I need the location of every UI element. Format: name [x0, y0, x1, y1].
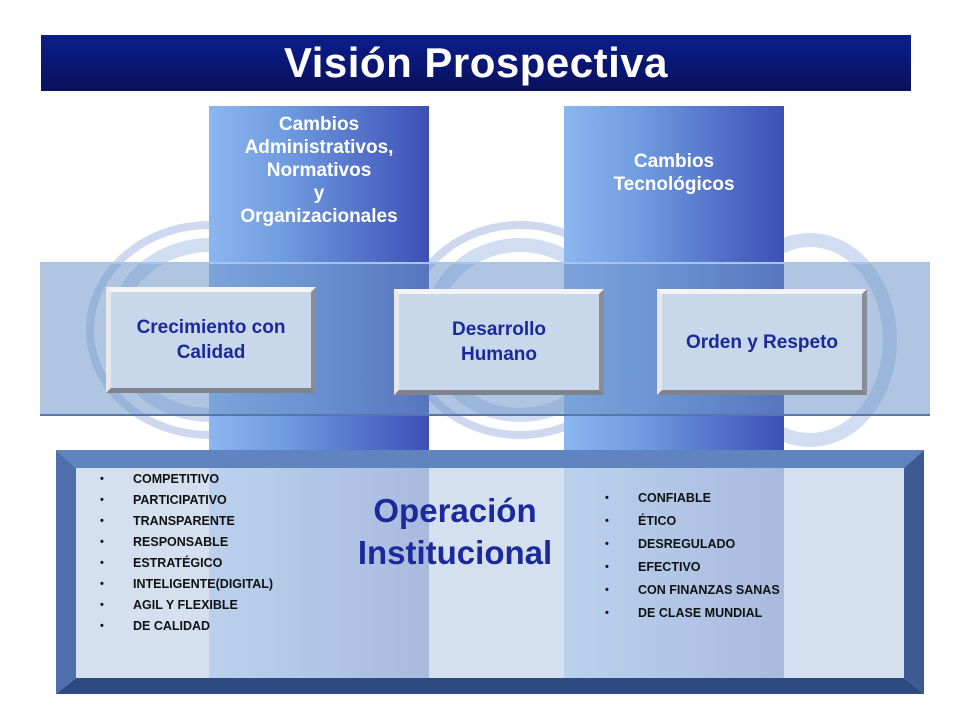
value-box-orden: Orden y Respeto — [657, 289, 867, 395]
attribute-item: AGIL Y FLEXIBLE — [100, 595, 273, 616]
value-orden-label: Orden y Respeto — [685, 331, 839, 353]
value-desarrollo-label: Desarrollo Humano — [452, 319, 546, 365]
value-box-desarrollo: Desarrollo Humano — [394, 289, 604, 395]
attribute-item: EFECTIVO — [605, 556, 780, 579]
attribute-item: ESTRATÉGICO — [100, 553, 273, 574]
attribute-item: ÉTICO — [605, 510, 780, 533]
value-box-crecimiento: Crecimiento con Calidad — [106, 287, 316, 393]
attribute-item: RESPONSABLE — [100, 532, 273, 553]
attribute-item: DESREGULADO — [605, 533, 780, 556]
attribute-item: INTELIGENTE(DIGITAL) — [100, 574, 273, 595]
value-crecimiento-label: Crecimiento con Calidad — [136, 317, 286, 363]
pillar-left-label: Cambios Administrativos, Normativos y Or… — [240, 114, 398, 227]
attribute-item: TRANSPARENTE — [100, 511, 273, 532]
right-attributes-list: CONFIABLEÉTICODESREGULADOEFECTIVOCON FIN… — [605, 487, 780, 625]
attribute-item: PARTICIPATIVO — [100, 490, 273, 511]
attribute-item: COMPETITIVO — [100, 469, 273, 490]
page-title: Visión Prospectiva — [283, 39, 669, 86]
operation-panel-top-bevel — [56, 450, 924, 468]
operation-panel-right-bevel — [904, 450, 924, 694]
operation-title: Operación Institucional — [357, 492, 553, 571]
operation-panel-left-bevel — [56, 450, 76, 694]
attribute-item: DE CLASE MUNDIAL — [605, 602, 780, 625]
left-attributes-list: COMPETITIVOPARTICIPATIVOTRANSPARENTERESP… — [100, 469, 273, 637]
title-banner: Visión Prospectiva — [41, 35, 911, 91]
operation-panel-bottom-bevel — [56, 678, 924, 694]
attribute-item: CON FINANZAS SANAS — [605, 579, 780, 602]
attribute-item: CONFIABLE — [605, 487, 780, 510]
attribute-item: DE CALIDAD — [100, 616, 273, 637]
pillar-right-label: Cambios Tecnológicos — [613, 151, 735, 195]
